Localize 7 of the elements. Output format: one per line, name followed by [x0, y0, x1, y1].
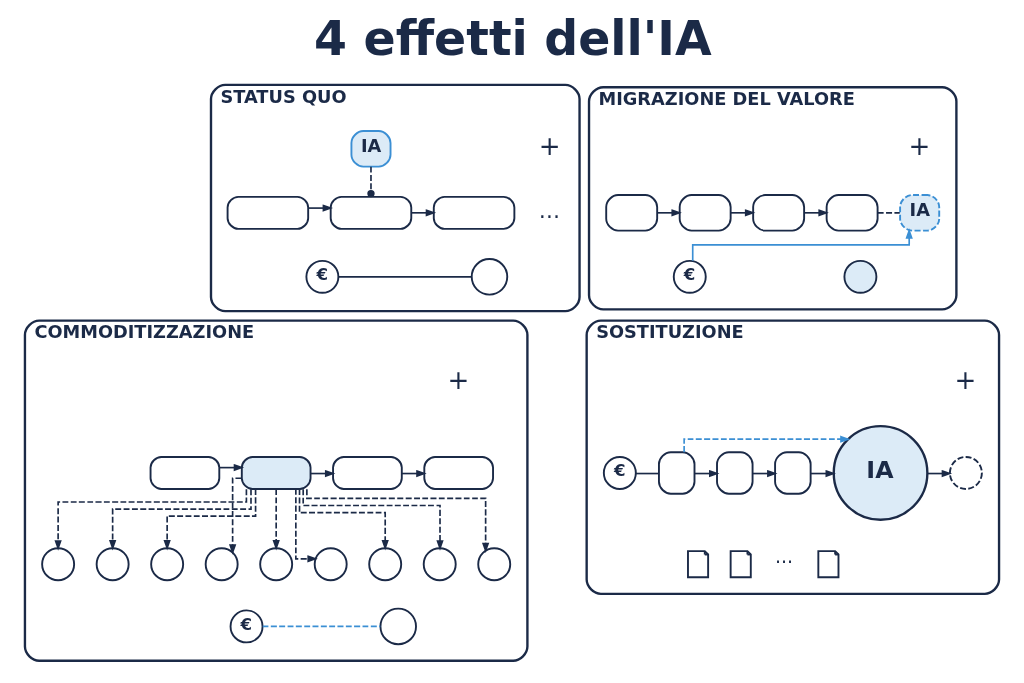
label: + — [447, 364, 470, 395]
label: + — [538, 130, 561, 161]
label: … — [538, 197, 560, 223]
label: ··· — [775, 550, 794, 573]
label: + — [908, 130, 931, 161]
label: + — [954, 364, 977, 395]
diagram-title: 4 effetti dell'IA — [314, 10, 712, 66]
